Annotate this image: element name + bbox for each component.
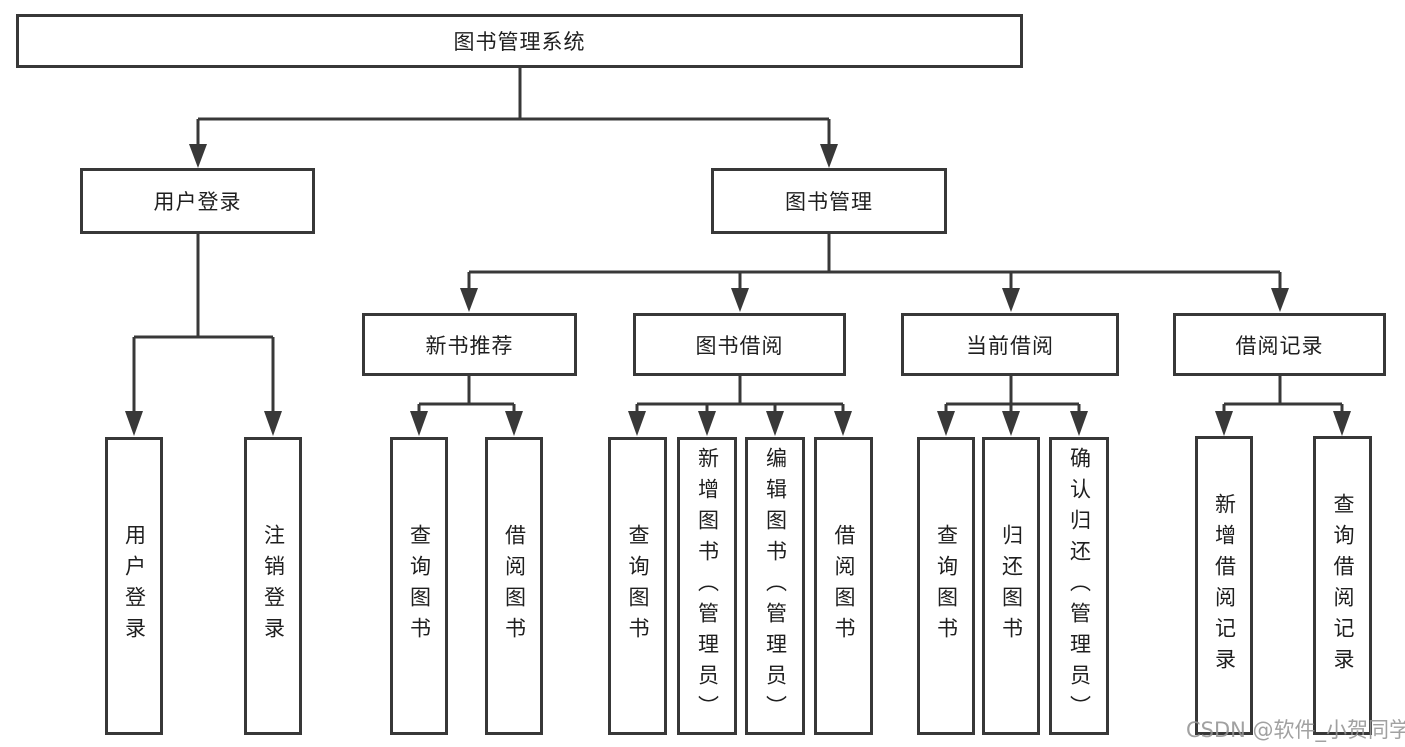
leaf-recommend-query-book-label: 查询图书 (407, 524, 432, 648)
node-new-book-recommend: 新书推荐 (362, 313, 577, 376)
leaf-logout-label: 注销登录 (261, 524, 286, 648)
node-book-management-label: 图书管理 (785, 190, 873, 214)
leaf-borrow-borrow-book: 借阅图书 (814, 437, 873, 735)
leaf-recommend-borrow-book: 借阅图书 (485, 437, 543, 735)
node-borrow-records: 借阅记录 (1173, 313, 1386, 376)
node-current-borrow: 当前借阅 (901, 313, 1119, 376)
leaf-logout: 注销登录 (244, 437, 302, 735)
leaf-query-borrow-record: 查询借阅记录 (1313, 436, 1372, 735)
leaf-current-query-book-label: 查询图书 (934, 524, 959, 648)
leaf-user-login-label: 用户登录 (122, 524, 147, 648)
node-root: 图书管理系统 (16, 14, 1023, 68)
leaf-user-login: 用户登录 (105, 437, 163, 735)
leaf-query-borrow-record-label: 查询借阅记录 (1331, 492, 1355, 679)
leaf-edit-book-admin-label: 编辑图书（管理员） (763, 446, 788, 726)
leaf-recommend-query-book: 查询图书 (390, 437, 448, 735)
node-current-borrow-label: 当前借阅 (966, 333, 1054, 358)
node-root-label: 图书管理系统 (453, 30, 586, 54)
leaf-add-book-admin: 新增图书（管理员） (677, 437, 737, 735)
node-user-login: 用户登录 (80, 168, 315, 234)
leaf-add-borrow-record: 新增借阅记录 (1195, 436, 1253, 735)
leaf-edit-book-admin: 编辑图书（管理员） (745, 437, 805, 735)
leaf-confirm-return-admin-label: 确认归还（管理员） (1067, 446, 1092, 726)
arrowheads (125, 144, 1351, 436)
leaf-return-book: 归还图书 (982, 437, 1040, 735)
leaf-borrow-borrow-book-label: 借阅图书 (832, 524, 856, 648)
leaf-current-query-book: 查询图书 (917, 437, 975, 735)
node-user-login-label: 用户登录 (153, 190, 242, 214)
watermark-text: CSDN @软件_小贺同学 (1186, 718, 1405, 742)
node-new-book-recommend-label: 新书推荐 (425, 333, 514, 358)
leaf-add-borrow-record-label: 新增借阅记录 (1212, 492, 1237, 679)
leaf-confirm-return-admin: 确认归还（管理员） (1049, 437, 1109, 735)
node-book-borrow-label: 图书借阅 (695, 333, 784, 358)
node-borrow-records-label: 借阅记录 (1235, 333, 1324, 358)
leaf-return-book-label: 归还图书 (999, 524, 1024, 648)
node-book-management: 图书管理 (711, 168, 947, 234)
leaf-borrow-query-book: 查询图书 (608, 437, 667, 735)
node-book-borrow: 图书借阅 (633, 313, 846, 376)
leaf-add-book-admin-label: 新增图书（管理员） (695, 446, 720, 726)
leaf-recommend-borrow-book-label: 借阅图书 (502, 524, 527, 648)
leaf-borrow-query-book-label: 查询图书 (626, 524, 650, 648)
